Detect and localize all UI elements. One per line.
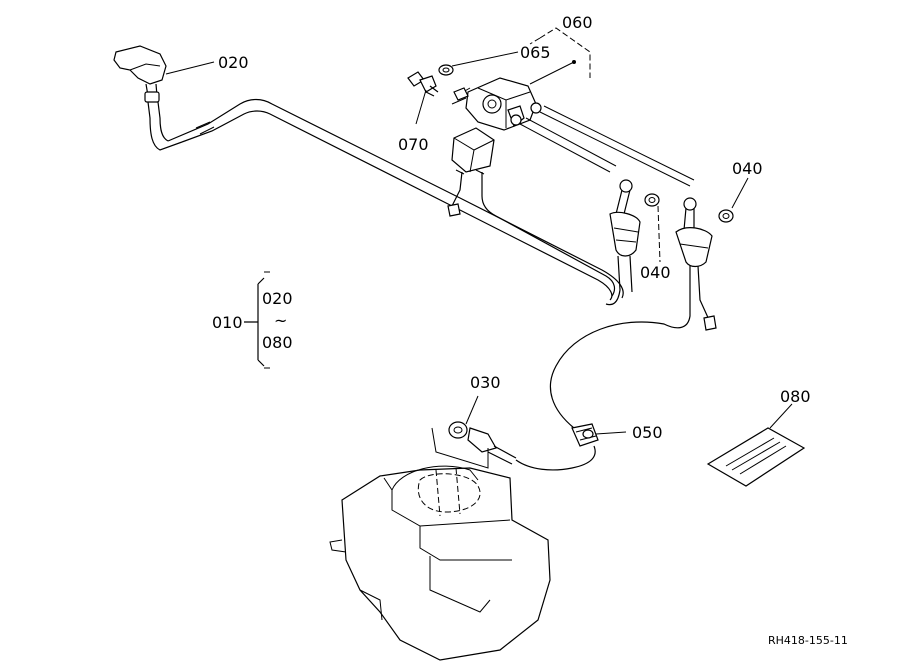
label-070: 070: [398, 135, 429, 154]
label-010: 010: [212, 313, 243, 332]
cable-harness: [167, 98, 624, 301]
label-tilde: ~: [274, 311, 287, 330]
bolt-part-070: [407, 71, 439, 97]
label-020-group: 020: [262, 289, 293, 308]
manual-card-part-080: [706, 427, 806, 487]
label-020-top: 020: [218, 53, 249, 72]
label-080: 080: [780, 387, 811, 406]
leader-lines: [165, 27, 793, 435]
solenoid-part-060: [451, 77, 695, 187]
fuse-block: [447, 127, 616, 297]
washer-part-065: [438, 64, 454, 76]
cable-terminal-middle: [605, 179, 641, 306]
cable-cap-part-020: [113, 45, 183, 151]
label-080-group: 080: [262, 333, 293, 352]
label-060: 060: [562, 13, 593, 32]
nut-part-040-middle: [644, 193, 660, 207]
starter-motor: [329, 427, 551, 661]
clamp-part-050: [571, 423, 599, 447]
label-040-middle: 040: [640, 263, 671, 282]
diagram-reference-code: RH418-155-11: [768, 634, 848, 647]
label-050: 050: [632, 423, 663, 442]
nut-part-040-right: [718, 209, 734, 223]
cable-terminal-right: [675, 197, 717, 331]
terminal-part-030: [448, 421, 517, 465]
label-030: 030: [470, 373, 501, 392]
label-065: 065: [520, 43, 551, 62]
ground-cable: [515, 306, 691, 471]
label-040-right: 040: [732, 159, 763, 178]
